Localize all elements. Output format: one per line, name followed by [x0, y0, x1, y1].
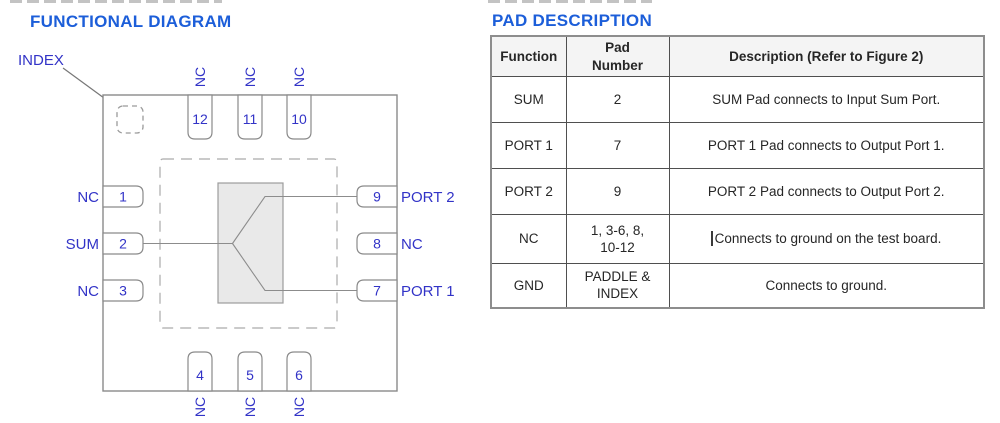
pad-5-label: NC [242, 397, 258, 417]
cropped-text-artifact-left [10, 0, 222, 3]
pad-4: 4 [187, 351, 213, 392]
pad-12-shape [187, 94, 213, 140]
table-row-sum: SUM 2 SUM Pad connects to Input Sum Port… [490, 76, 985, 124]
pad-10-shape [286, 94, 312, 140]
cell-description: PORT 1 Pad connects to Output Port 1. [668, 122, 985, 170]
pad-10-label: NC [291, 67, 307, 87]
pad-3-label: NC [77, 283, 99, 300]
pad-3: 3 [102, 279, 144, 302]
table-row-port1: PORT 1 7 PORT 1 Pad connects to Output P… [490, 122, 985, 170]
table-row-port2: PORT 2 9 PORT 2 Pad connects to Output P… [490, 168, 985, 216]
svg-text:11: 11 [243, 111, 258, 127]
pad-5-shape [237, 351, 263, 392]
svg-text:10: 10 [291, 111, 307, 127]
cell-description: PORT 2 Pad connects to Output Port 2. [668, 168, 985, 216]
table-row-nc: NC 1, 3-6, 8, 10-12 Connects to ground o… [490, 214, 985, 265]
pad-1-shape [102, 185, 144, 208]
pad-1-label: NC [77, 189, 99, 206]
text-cursor-artifact [711, 231, 713, 247]
cell-function: PORT 1 [490, 122, 567, 170]
pad-4-shape [187, 351, 213, 392]
functional-diagram: INDEX 12 11 10 NC NC NC 4 [18, 52, 455, 417]
svg-text:2: 2 [119, 236, 127, 252]
pad-4-label: NC [192, 397, 208, 417]
header-pad-number: Pad Number [565, 35, 670, 78]
pad-6-shape [286, 351, 312, 392]
pad-6: 6 [286, 351, 312, 392]
pad-9-shape [356, 185, 398, 208]
pad-description-table: Function Pad Number Description (Refer t… [490, 35, 985, 309]
index-label: INDEX [18, 52, 64, 69]
svg-text:9: 9 [373, 189, 381, 205]
pad-3-shape [102, 279, 144, 302]
pad-7-label: PORT 1 [401, 283, 455, 300]
svg-text:1: 1 [119, 189, 127, 205]
pad-9: 9 [356, 185, 398, 208]
pad-6-label: NC [291, 397, 307, 417]
svg-text:6: 6 [295, 367, 303, 383]
svg-text:3: 3 [119, 283, 127, 299]
pad-7-shape [356, 279, 398, 302]
pad-9-label: PORT 2 [401, 189, 455, 206]
port2-connection-line [232, 195, 357, 244]
cell-function: GND [490, 263, 567, 309]
cell-pad-number: PADDLE & INDEX [565, 263, 670, 309]
pad-7: 7 [356, 279, 398, 302]
pad-10: 10 [286, 94, 312, 140]
cell-pad-number: 1, 3-6, 8, 10-12 [565, 214, 670, 265]
cell-function: PORT 2 [490, 168, 567, 216]
pad-description-table-wrap: Function Pad Number Description (Refer t… [490, 35, 985, 309]
pad-description-title: PAD DESCRIPTION [492, 11, 653, 30]
pad-8-shape [356, 232, 398, 255]
cell-pad-number: 7 [565, 122, 670, 170]
cell-description: Connects to ground on the test board. [668, 214, 985, 265]
cell-pad-number: 2 [565, 76, 670, 124]
index-arrow-line [62, 67, 105, 99]
svg-text:12: 12 [192, 111, 208, 127]
pad-12: 12 [187, 94, 213, 140]
header-function: Function [490, 35, 567, 78]
table-row-gnd: GND PADDLE & INDEX Connects to ground. [490, 263, 985, 309]
pad-1: 1 [102, 185, 144, 208]
cell-pad-number: 9 [565, 168, 670, 216]
pad-8-label: NC [401, 236, 423, 253]
cell-function: NC [490, 214, 567, 265]
pad-2-label: SUM [66, 236, 99, 253]
pad-2: 2 [102, 232, 144, 255]
index-mark [116, 105, 144, 134]
pad-11-label: NC [242, 67, 258, 87]
port1-connection-line [232, 243, 357, 292]
pad-5: 5 [237, 351, 263, 392]
cropped-text-artifact-right [488, 0, 652, 3]
functional-diagram-title: FUNCTIONAL DIAGRAM [30, 12, 232, 31]
cell-function: SUM [490, 76, 567, 124]
svg-text:7: 7 [373, 283, 381, 299]
pad-11-shape [237, 94, 263, 140]
pad-8: 8 [356, 232, 398, 255]
svg-text:8: 8 [373, 236, 381, 252]
pad-12-label: NC [192, 67, 208, 87]
pad-11: 11 [237, 94, 263, 140]
svg-text:4: 4 [196, 367, 204, 383]
table-header-row: Function Pad Number Description (Refer t… [490, 35, 985, 78]
pad-2-shape [102, 232, 144, 255]
cell-description: Connects to ground. [668, 263, 985, 309]
header-description: Description (Refer to Figure 2) [668, 35, 985, 78]
svg-text:5: 5 [246, 367, 254, 383]
cell-description: SUM Pad connects to Input Sum Port. [668, 76, 985, 124]
